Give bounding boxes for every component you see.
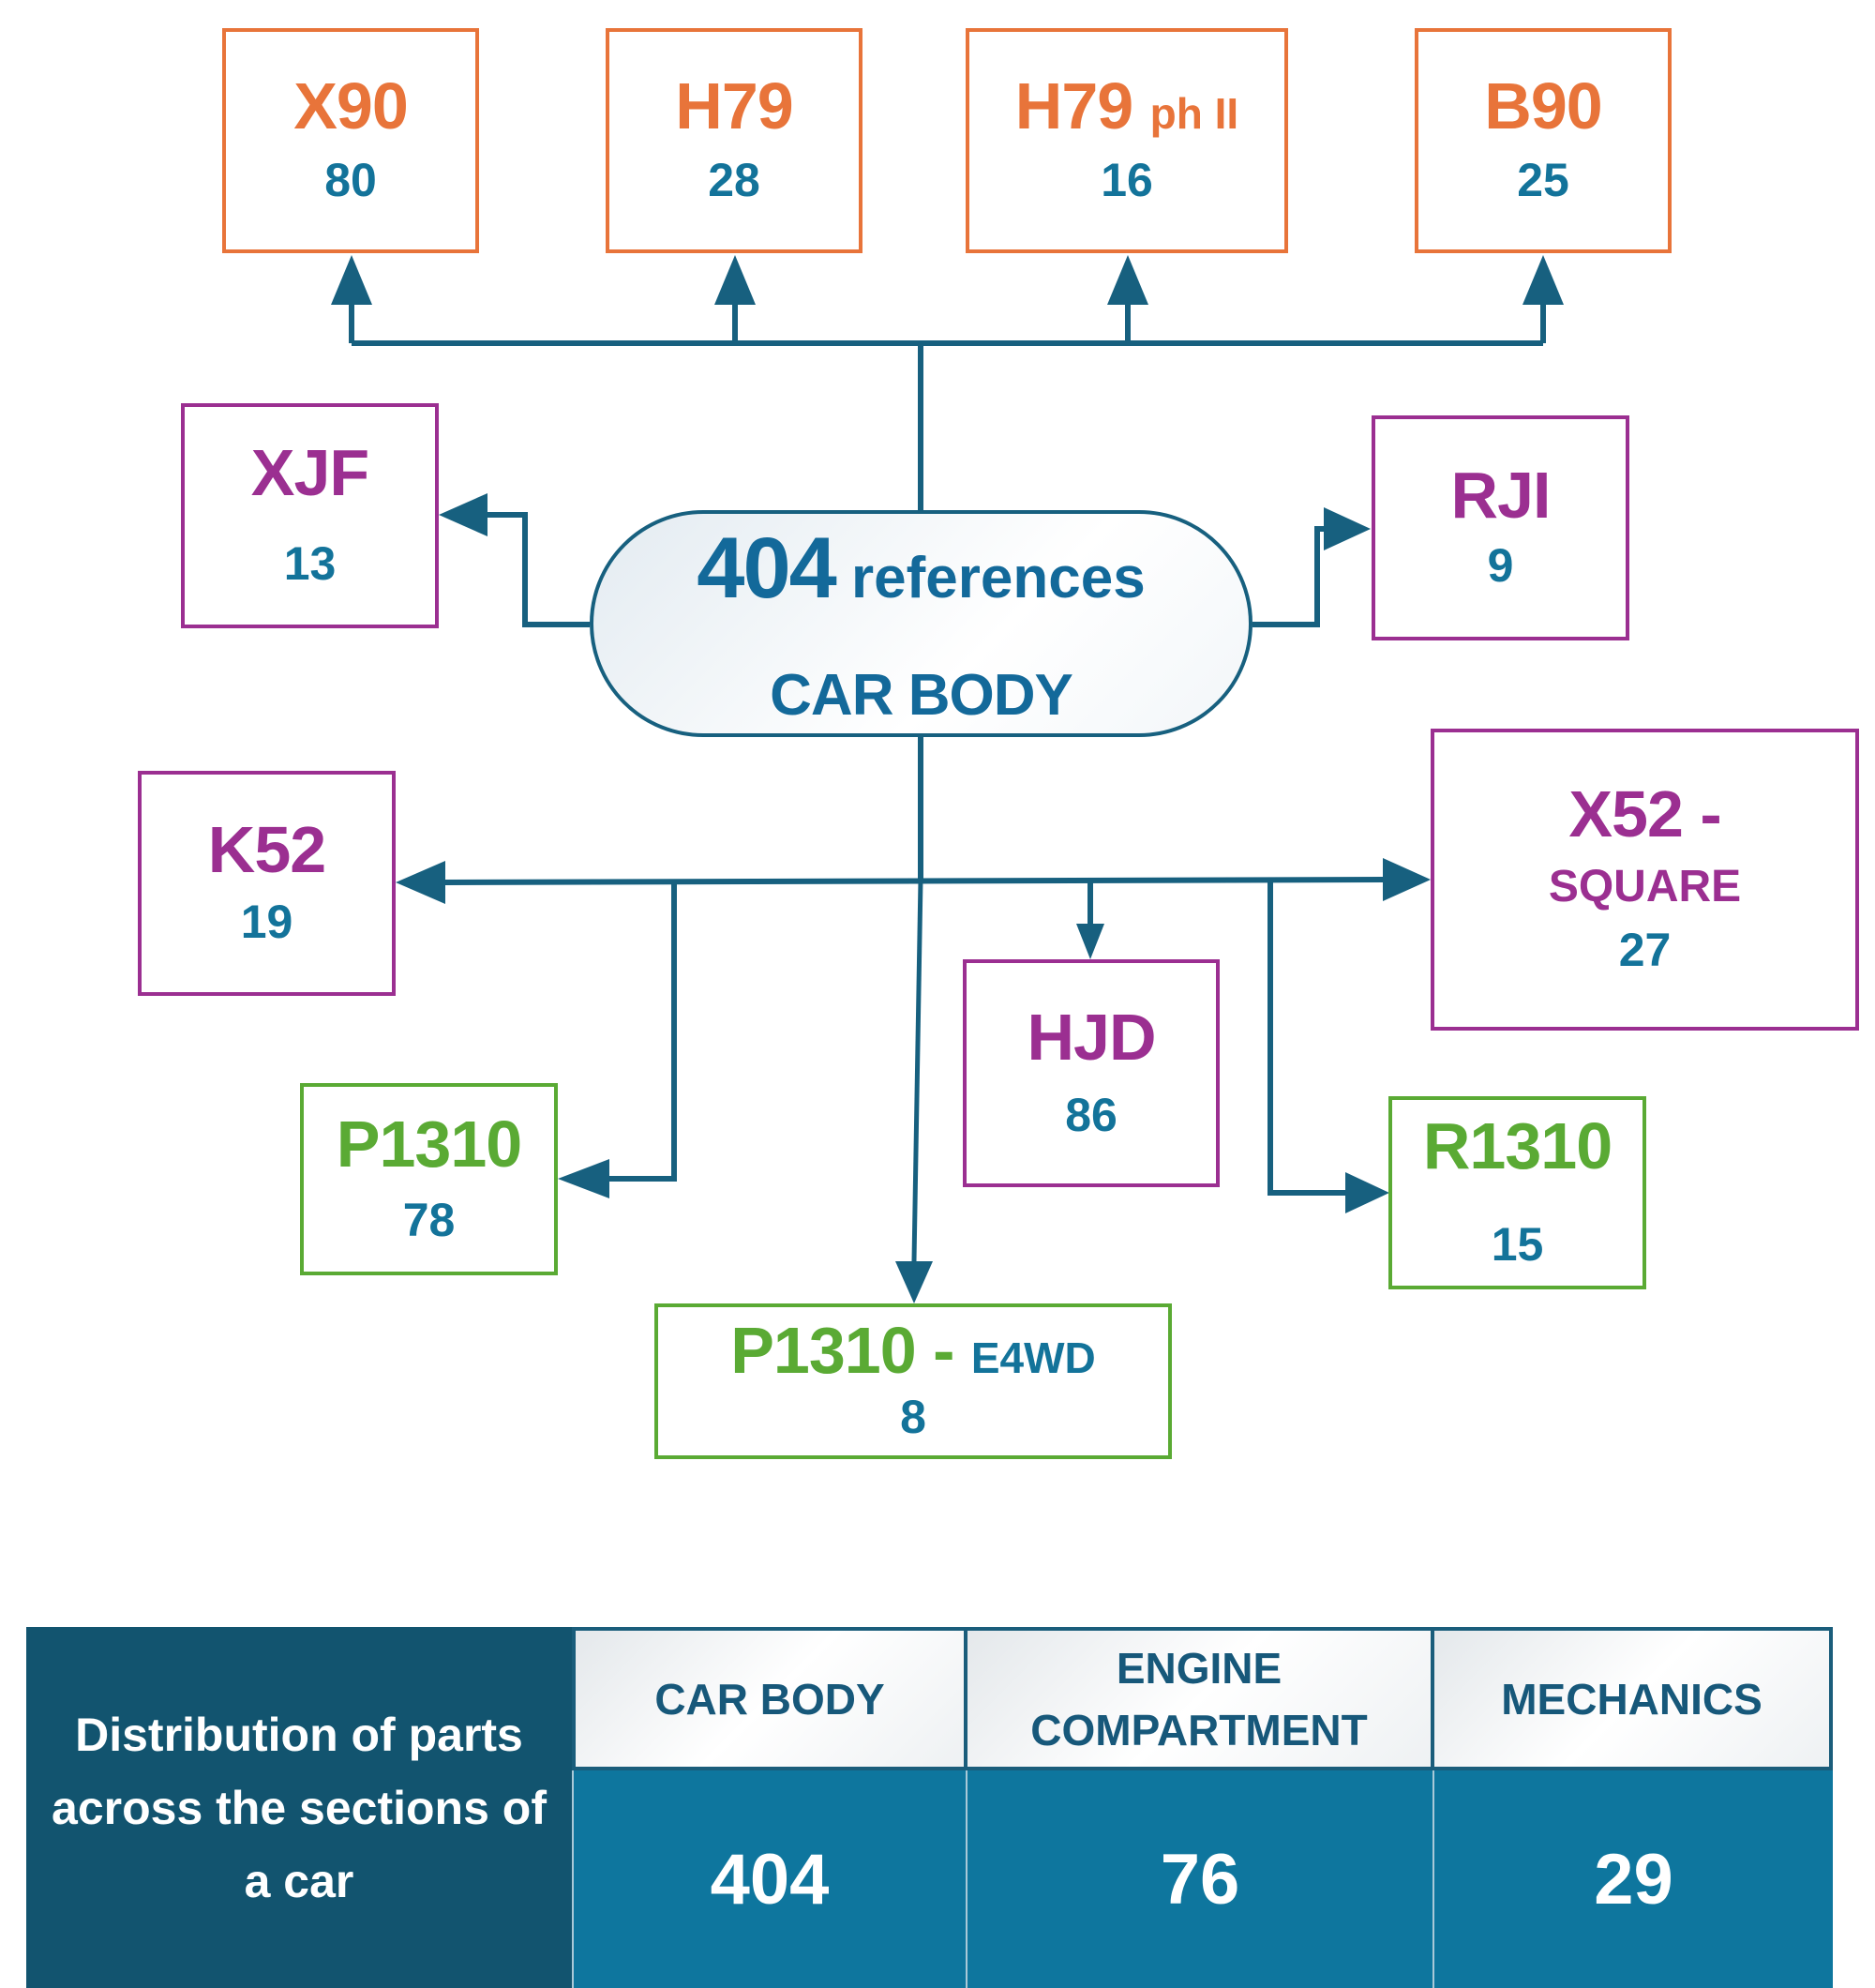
node-h79-ph-ii: H79 ph II 16: [966, 28, 1288, 253]
connector-lower-bus: [444, 877, 1384, 885]
node-count: 27: [1618, 923, 1672, 976]
connector-layer: [331, 255, 1564, 1303]
node-count: 9: [1487, 539, 1514, 592]
central-node-count-suffix: references: [851, 546, 1146, 610]
table-column-header-car-body: CAR BODY: [572, 1627, 968, 1770]
node-xjf: XJF 13: [181, 403, 439, 628]
arrowhead-h79-ph-ii: [1107, 255, 1148, 305]
arrowhead-b90: [1522, 255, 1564, 305]
node-title-main: P1310 -: [730, 1314, 954, 1387]
node-rji: RJI 9: [1372, 415, 1629, 640]
arrowhead-xjf: [439, 493, 488, 536]
node-hjd: HJD 86: [963, 959, 1220, 1187]
node-title: H79 ph II: [1015, 70, 1238, 143]
connector-to-p1310: [609, 882, 677, 1182]
table-row-header: Distribution of parts across the section…: [26, 1627, 572, 1988]
table-column-header-text: ENGINE COMPARTMENT: [1030, 1643, 1368, 1755]
node-x52-square: X52 - SQUARE 27: [1431, 729, 1859, 1031]
connector-to-xjf: [488, 512, 590, 627]
arrowhead-rji: [1324, 507, 1371, 550]
node-count: 80: [324, 154, 377, 206]
node-title: R1310: [1422, 1109, 1612, 1182]
node-title: K52: [207, 813, 326, 886]
arrowhead-x52-square: [1383, 858, 1431, 901]
node-subtitle: SQUARE: [1548, 862, 1742, 912]
node-title: X52 -: [1568, 777, 1721, 851]
central-node-count: 404: [697, 520, 836, 616]
node-b90: B90 25: [1415, 28, 1672, 253]
node-title-suffix: ph II: [1149, 89, 1239, 138]
central-node-heading: 404 references: [593, 520, 1249, 618]
node-count: 16: [1101, 154, 1153, 206]
node-title: H79: [675, 69, 793, 143]
table-value-engine-compartment: 76: [966, 1770, 1432, 1988]
node-count: 28: [708, 154, 760, 206]
node-title: XJF: [250, 436, 369, 509]
node-title-suffix: E4WD: [970, 1333, 1096, 1382]
arrowhead-p1310-e4wd: [895, 1261, 933, 1303]
distribution-table: Distribution of parts across the section…: [26, 1627, 1833, 1988]
table-value-mechanics: 29: [1432, 1770, 1833, 1988]
connector-to-rji: [1252, 526, 1331, 627]
node-count: 13: [283, 537, 337, 590]
arrowhead-k52: [396, 861, 445, 904]
node-count: 86: [1065, 1088, 1118, 1141]
node-count: 15: [1491, 1218, 1544, 1271]
node-title: HJD: [1027, 1000, 1156, 1074]
node-count: 25: [1517, 154, 1569, 206]
node-p1310: P1310 78: [300, 1083, 558, 1275]
node-title: P1310: [336, 1107, 522, 1181]
node-title: B90: [1484, 69, 1602, 143]
node-title: P1310 - E4WD: [730, 1315, 1096, 1387]
table-column-header-mechanics: MECHANICS: [1431, 1627, 1833, 1770]
connector-to-r1310: [1268, 880, 1345, 1196]
parts-diagram: 404 references CAR BODY X90 80 H79 28 H7…: [138, 28, 1859, 1459]
central-node-car-body: 404 references CAR BODY: [590, 510, 1252, 737]
node-h79: H79 28: [606, 28, 862, 253]
connector-to-p1310-e4wd: [911, 879, 923, 1262]
node-r1310: R1310 15: [1388, 1096, 1646, 1289]
node-title-main: H79: [1014, 69, 1133, 143]
node-title: X90: [293, 69, 409, 143]
table-value-car-body: 404: [572, 1770, 966, 1988]
arrowhead-p1310: [558, 1159, 609, 1198]
node-x90: X90 80: [222, 28, 479, 253]
central-node-label: CAR BODY: [770, 663, 1073, 728]
arrowhead-x90: [331, 255, 372, 305]
arrowhead-hjd: [1076, 924, 1104, 959]
node-count: 19: [240, 896, 293, 948]
arrowhead-h79: [714, 255, 756, 305]
node-k52: K52 19: [138, 771, 396, 996]
table-column-header-engine-compartment: ENGINE COMPARTMENT: [964, 1627, 1434, 1770]
node-count: 78: [402, 1193, 456, 1246]
node-title: RJI: [1450, 459, 1552, 532]
node-count: 8: [900, 1391, 926, 1443]
arrowhead-r1310: [1345, 1172, 1389, 1213]
node-p1310-e4wd: P1310 - E4WD 8: [654, 1303, 1172, 1459]
